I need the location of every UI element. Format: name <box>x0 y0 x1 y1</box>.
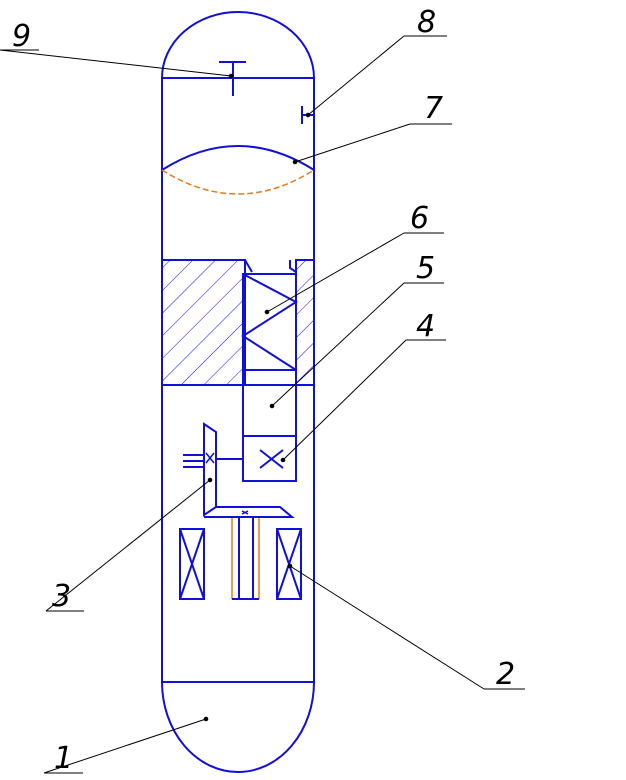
lower-coils <box>179 518 302 600</box>
label-7: 7 <box>424 91 443 126</box>
label-2: 2 <box>496 657 515 692</box>
lens-partition <box>161 145 315 195</box>
label-3: 3 <box>52 579 71 614</box>
packing-block <box>161 259 315 386</box>
middle-section <box>242 369 297 437</box>
central-column <box>241 273 298 482</box>
label-4: 4 <box>416 309 435 344</box>
label-6: 6 <box>410 201 429 236</box>
mixer-cross-b <box>259 449 284 469</box>
top-dome <box>161 11 315 79</box>
zigzag-line <box>241 273 298 371</box>
top-nozzle <box>219 61 246 96</box>
label-8: 8 <box>417 5 436 40</box>
label-5: 5 <box>416 251 435 286</box>
vessel-shell <box>161 11 315 773</box>
bottom-dome <box>161 681 315 773</box>
leaders <box>0 35 525 774</box>
drive-unit <box>183 422 295 518</box>
label-1: 1 <box>54 741 73 776</box>
label-9: 9 <box>12 19 31 54</box>
